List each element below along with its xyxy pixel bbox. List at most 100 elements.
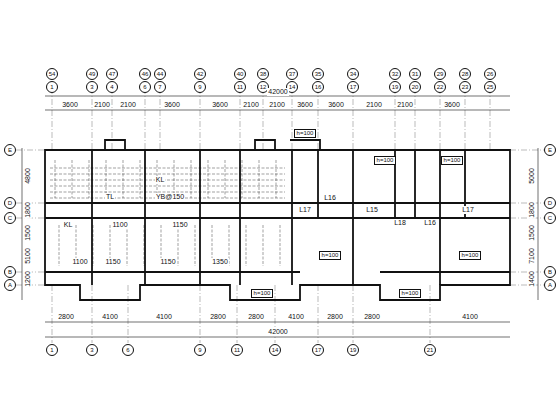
axis-number: 22 [434, 81, 446, 93]
dimension-text: 1400 [528, 270, 536, 288]
axis-number: B [4, 266, 16, 278]
axis-bubble: 429 [194, 67, 206, 93]
axis-number: E [544, 144, 556, 156]
dimension-text: 1150 [171, 221, 188, 229]
grid-line [240, 88, 241, 150]
dimension-text: 1500 [528, 224, 536, 242]
dimension-text: 1500 [24, 224, 32, 242]
axis-number: 3 [86, 81, 98, 93]
grid-line [52, 88, 53, 150]
axis-number: 21 [424, 344, 436, 356]
slab-note: h=100 [441, 156, 464, 165]
axis-number: 25 [484, 81, 496, 93]
grid-line [191, 160, 192, 198]
beam-label: L16 [423, 219, 437, 227]
axis-number: 23 [459, 81, 471, 93]
grid-line [160, 88, 161, 150]
grid-line [50, 168, 285, 169]
slab-mark: h=100 [374, 156, 397, 165]
axis-bubble: 1 [46, 344, 58, 357]
axis-bubble: 3 [86, 344, 98, 357]
grid-line [200, 88, 201, 150]
axis-number: 11 [234, 81, 246, 93]
axis-bubble: 493 [86, 67, 98, 93]
dimension-text: 3600 [443, 101, 461, 109]
dimension-text: 3600 [61, 101, 79, 109]
axis-number: D [544, 197, 556, 209]
axis-number: 14 [269, 344, 281, 356]
axis-bubble: 21 [424, 344, 436, 357]
grid-line [259, 160, 260, 198]
grid-line [59, 225, 60, 266]
dimension-text: 3600 [296, 101, 314, 109]
axis-number: 37 [286, 68, 298, 80]
grid-line [50, 180, 285, 181]
axis-number: D [4, 197, 16, 209]
axis-number: 19 [347, 344, 359, 356]
grid-line [263, 225, 264, 266]
axis-number: 47 [106, 68, 118, 80]
grid-line [50, 186, 285, 187]
grid-line [89, 160, 90, 198]
axis-bubble: E [4, 144, 16, 157]
grid-line [242, 160, 243, 198]
axis-bubble: 3219 [389, 67, 401, 93]
slab-mark: h=100 [319, 251, 342, 260]
dimension-text: 4100 [101, 313, 119, 321]
axis-bubble: 2823 [459, 67, 471, 93]
axis-number: A [4, 279, 16, 291]
dimension-text: 1350 [211, 258, 229, 266]
beam-label: KL [155, 176, 166, 184]
dimension-text: 1150 [104, 258, 121, 266]
axis-number: 11 [231, 344, 243, 356]
dimension-text: 3600 [327, 101, 345, 109]
grid-line [92, 88, 93, 150]
dimension-text: 2100 [93, 101, 111, 109]
axis-number: 9 [194, 344, 206, 356]
axis-bubble: 2625 [484, 67, 496, 93]
axis-bubble: D [544, 197, 556, 210]
beam-label: L18 [393, 219, 407, 227]
grid-line [353, 285, 354, 343]
axis-number: 17 [347, 81, 359, 93]
dimension-text: 5000 [528, 167, 536, 185]
dimension-text: 1150 [159, 258, 176, 266]
beam-label: L16 [323, 194, 337, 202]
dimension-text: 1100 [111, 221, 128, 229]
slab-note: h=100 [374, 156, 397, 165]
axis-bubble: B [544, 266, 556, 279]
beam-label: YB@150 [155, 193, 185, 201]
slab-note: h=100 [251, 289, 274, 298]
axis-number: 7 [154, 81, 166, 93]
beam-label: L15 [365, 206, 379, 214]
grid-line [145, 88, 146, 150]
dimension-text: 1100 [71, 258, 88, 266]
axis-number: 19 [389, 81, 401, 93]
grid-line [208, 160, 209, 198]
axis-number: 32 [389, 68, 401, 80]
grid-line [276, 160, 277, 198]
grid-line [140, 160, 141, 198]
grid-line [92, 285, 93, 343]
slab-mark: h=100 [294, 129, 317, 138]
axis-bubble: 3417 [347, 67, 359, 93]
dimension-text: 2800 [363, 313, 381, 321]
grid-line [490, 88, 491, 150]
axis-bubble: D [4, 197, 16, 210]
grid-line [178, 225, 179, 266]
dimension-text: 2800 [209, 313, 227, 321]
axis-number: 20 [409, 81, 421, 93]
axis-number: 49 [86, 68, 98, 80]
axis-bubble: E [544, 144, 556, 157]
axis-number: E [4, 144, 16, 156]
axis-number: 1 [46, 344, 58, 356]
axis-number: 6 [139, 81, 151, 93]
axis-number: 4 [106, 81, 118, 93]
axis-number: 35 [312, 68, 324, 80]
grid-line [52, 285, 53, 343]
grid-line [395, 88, 396, 150]
axis-number: 31 [409, 68, 421, 80]
beam-label: L17 [461, 206, 475, 214]
grid-line [440, 88, 441, 150]
dimension-text: 2100 [119, 101, 137, 109]
